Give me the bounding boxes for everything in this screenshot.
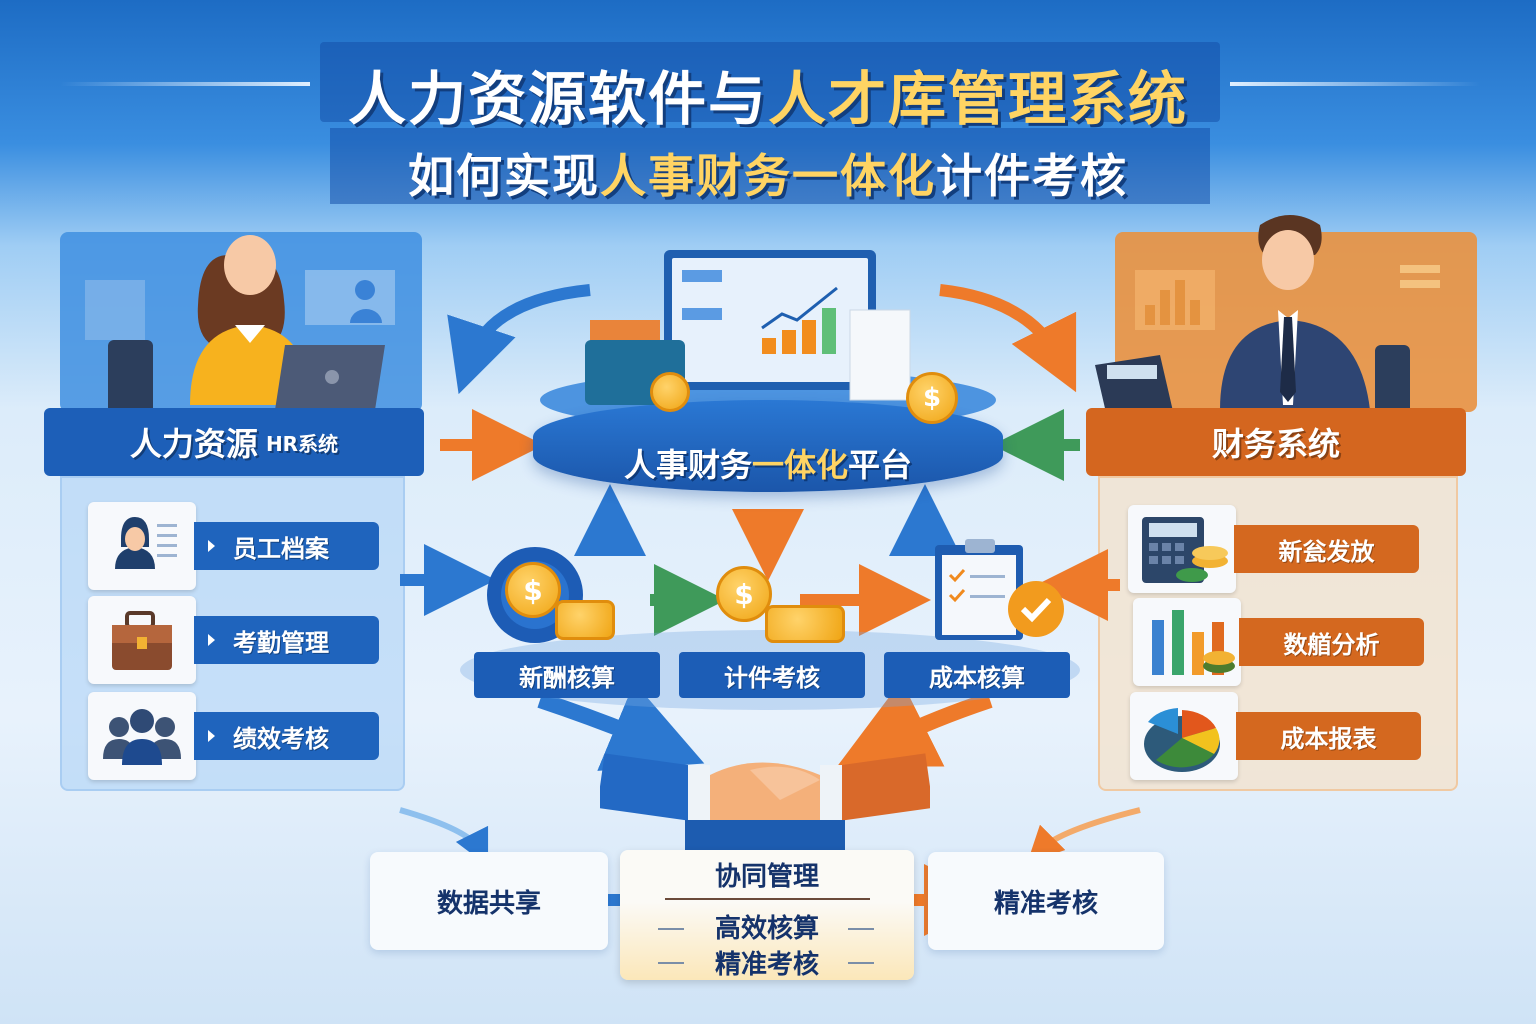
main-title-highlight: 人才库管理系统 (768, 65, 1189, 133)
hr-system-title: 人力资源 (129, 425, 258, 463)
hr-system-header: 人力资源 HR系统 (44, 408, 424, 476)
platform-title-suffix: 平台 (848, 446, 913, 484)
monitor-dashboard-icon (664, 250, 876, 390)
title-deco-line-right (1230, 82, 1480, 86)
arrow-curve-to-finance (939, 284, 1077, 393)
hr-item-text: 考勤管理 (233, 628, 329, 657)
platform-title-prefix: 人事财务 (623, 446, 752, 484)
hr-item-text: 绩效考核 (233, 724, 329, 753)
caret-right-icon (208, 634, 215, 646)
hr-woman-illustration (85, 235, 395, 415)
employee-profile-icon (88, 502, 196, 590)
coin-stack-icon (555, 600, 615, 640)
finance-man-illustration (1095, 215, 1440, 415)
dollar-coin-icon: $ (906, 372, 958, 424)
hr-item-text: 员工档案 (233, 534, 329, 563)
caret-right-icon (208, 730, 215, 742)
dollar-coin-icon: $ (716, 566, 772, 622)
finance-item-cost-report[interactable]: 成本报表 (1130, 692, 1421, 780)
subtitle-suffix: 计件考核 (936, 149, 1128, 203)
dash-decoration (848, 928, 874, 930)
pie-chart-icon (1130, 692, 1238, 780)
briefcase-icon (88, 596, 196, 684)
handshake-icon (600, 753, 930, 850)
team-icon (88, 692, 196, 780)
hr-item-label: 考勤管理 (194, 616, 379, 664)
arrow-curve-to-hr (447, 284, 591, 395)
hr-system-title-suffix: HR系统 (265, 431, 339, 456)
finance-system-header: 财务系统 (1086, 408, 1466, 476)
hr-item-performance[interactable]: 绩效考核 (88, 692, 379, 780)
precise-assessment-text: 精准考核 (714, 950, 819, 980)
subtitle: 如何实现人事财务一体化计件考核 (0, 140, 1536, 206)
coin-stack-icon (765, 605, 845, 643)
dash-decoration (658, 962, 684, 964)
bar-chart-icon (1133, 598, 1241, 686)
collaborative-management-title: 协同管理 (714, 862, 819, 892)
module-salary-accounting[interactable]: 新酬核算 (474, 652, 660, 698)
coin-stack-icon (650, 372, 690, 412)
subtitle-prefix: 如何实现 (408, 149, 600, 203)
module-cost-accounting[interactable]: 成本核算 (884, 652, 1070, 698)
module-piecework-assessment[interactable]: 计件考核 (679, 652, 865, 698)
dash-decoration (658, 928, 684, 930)
finance-item-label: 数艏分析 (1239, 618, 1424, 666)
collaborative-management-box: 协同管理 高效核算 精准考核 (620, 850, 914, 980)
finance-item-label: 新瓮发放 (1234, 525, 1419, 573)
platform-title: 人事财务一体化平台 (533, 440, 1003, 486)
subtitle-highlight: 人事财务一体化 (600, 149, 936, 203)
title-band-2 (330, 128, 1210, 204)
main-title-prefix: 人力资源软件与 (347, 65, 768, 133)
precise-assessment-box: 精准考核 (928, 852, 1164, 950)
dash-decoration (848, 962, 874, 964)
platform-title-highlight: 一体化 (751, 446, 848, 484)
finance-item-data-analysis[interactable]: 数艏分析 (1133, 598, 1424, 686)
data-sharing-box: 数据共享 (370, 852, 608, 950)
divider (665, 898, 870, 900)
finance-item-label: 成本报表 (1236, 712, 1421, 760)
main-title: 人力资源软件与人才库管理系统 (0, 52, 1536, 136)
efficient-accounting-text: 高效核算 (714, 914, 819, 944)
clipboard-check-icon (935, 539, 1064, 640)
platform-props-illustration (585, 309, 911, 405)
title-band-1 (320, 42, 1220, 122)
hr-item-label: 绩效考核 (194, 712, 379, 760)
hr-item-employee-profile[interactable]: 员工档案 (88, 502, 379, 590)
caret-right-icon (208, 540, 215, 552)
calculator-coins-icon (1128, 505, 1236, 593)
title-deco-line-left (60, 82, 310, 86)
dollar-coin-icon: $ (505, 562, 561, 618)
hr-item-label: 员工档案 (194, 522, 379, 570)
finance-item-salary-payment[interactable]: 新瓮发放 (1128, 505, 1419, 593)
hr-item-attendance[interactable]: 考勤管理 (88, 596, 379, 684)
